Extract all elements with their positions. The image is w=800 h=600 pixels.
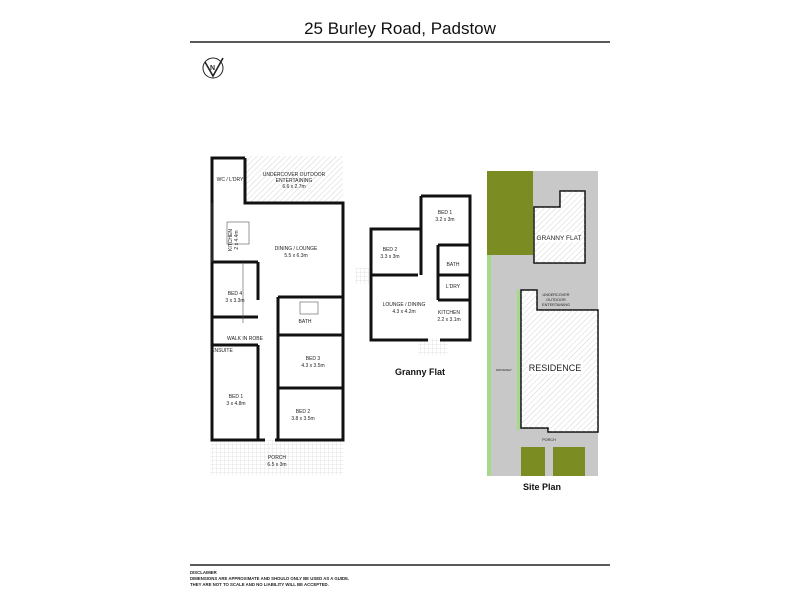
svg-text:N: N <box>210 65 215 72</box>
room-size-bed4: 3 x 3.3m <box>225 298 244 304</box>
outdoor-entertaining-area <box>245 156 343 203</box>
disclaimer-line-2: THEY ARE NOT TO SCALE AND NO LIABILITY W… <box>190 582 329 587</box>
room-size-bed2: 3.8 x 3.5m <box>291 416 314 422</box>
disclaimer-heading: DISCLAIMER <box>190 570 218 575</box>
north-arrow-icon: N <box>202 57 224 79</box>
granny-flat-plan: BED 1 3.2 x 3m BED 2 3.3 x 3m BATH L'DRY… <box>355 194 472 355</box>
room-label-outdoor: UNDERCOVER OUTDOOR <box>263 172 326 178</box>
room-size-bed1: 3 x 4.8m <box>226 401 245 407</box>
gf-room-label-bath: BATH <box>447 262 460 268</box>
gf-room-label-bed2: BED 2 <box>383 247 398 253</box>
site-label-undercover-2: OUTDOOR <box>546 298 566 302</box>
gf-room-size-lounge: 4.3 x 4.2m <box>392 309 415 315</box>
room-label-wc-laundry: WC / L'DRY <box>217 177 244 183</box>
room-label-kitchen: KITCHEN <box>228 229 234 251</box>
room-label-outdoor-2: ENTERTAINING <box>276 178 313 184</box>
room-label-bed3: BED 3 <box>306 356 321 362</box>
room-label-porch: PORCH <box>268 455 286 461</box>
room-size-dining-lounge: 5.5 x 6.3m <box>284 253 307 259</box>
gf-room-size-kitchen: 2.2 x 3.1m <box>437 317 460 323</box>
gf-room-label-bed1: BED 1 <box>438 210 453 216</box>
main-house-plan: WC / L'DRY UNDERCOVER OUTDOOR ENTERTAINI… <box>210 156 345 475</box>
room-label-ensuite: ENSUITE <box>211 348 233 354</box>
gf-room-label-lounge: LOUNGE / DINING <box>383 302 426 308</box>
granny-flat-caption: Granny Flat <box>395 367 445 377</box>
site-plan: GRANNY FLAT UNDERCOVER OUTDOOR ENTERTAIN… <box>487 171 599 476</box>
room-label-bath: BATH <box>299 319 312 325</box>
driveway-hedge <box>517 290 520 430</box>
gf-room-size-bed2: 3.3 x 3m <box>380 254 399 260</box>
gf-room-label-kitchen: KITCHEN <box>438 310 460 316</box>
porch-area <box>210 440 343 475</box>
front-lawn-right <box>553 447 585 476</box>
site-label-porch: PORCH <box>542 438 556 442</box>
site-label-undercover-1: UNDERCOVER <box>542 293 569 297</box>
gf-room-size-bed1: 3.2 x 3m <box>435 217 454 223</box>
gf-room-label-laundry: L'DRY <box>446 284 461 290</box>
site-label-residence: RESIDENCE <box>529 363 582 373</box>
rear-lawn <box>487 171 533 255</box>
room-size-kitchen: 2 x 4.4m <box>234 230 240 249</box>
room-size-outdoor: 6.6 x 2.7m <box>282 184 305 190</box>
front-lawn-left <box>521 447 545 476</box>
page-title: 25 Burley Road, Padstow <box>304 19 497 38</box>
side-hedge <box>487 255 491 476</box>
side-steps <box>355 268 369 284</box>
site-label-undercover-3: ENTERTAINING <box>542 303 570 307</box>
site-plan-caption: Site Plan <box>523 482 561 492</box>
site-label-driveway: DRIVEWAY <box>496 368 512 372</box>
room-size-porch: 6.5 x 3m <box>267 462 286 468</box>
room-label-walk-in-robe: WALK IN ROBE <box>227 336 264 342</box>
front-steps <box>418 338 448 355</box>
room-label-bed4: BED 4 <box>228 291 243 297</box>
room-label-bed2: BED 2 <box>296 409 311 415</box>
room-label-dining-lounge: DINING / LOUNGE <box>275 246 318 252</box>
site-label-granny-flat: GRANNY FLAT <box>537 235 582 242</box>
room-label-bed1: BED 1 <box>229 394 244 400</box>
disclaimer-line-1: DIMENSIONS ARE APPROXIMATE AND SHOULD ON… <box>190 576 349 581</box>
room-size-bed3: 4.3 x 3.5m <box>301 363 324 369</box>
